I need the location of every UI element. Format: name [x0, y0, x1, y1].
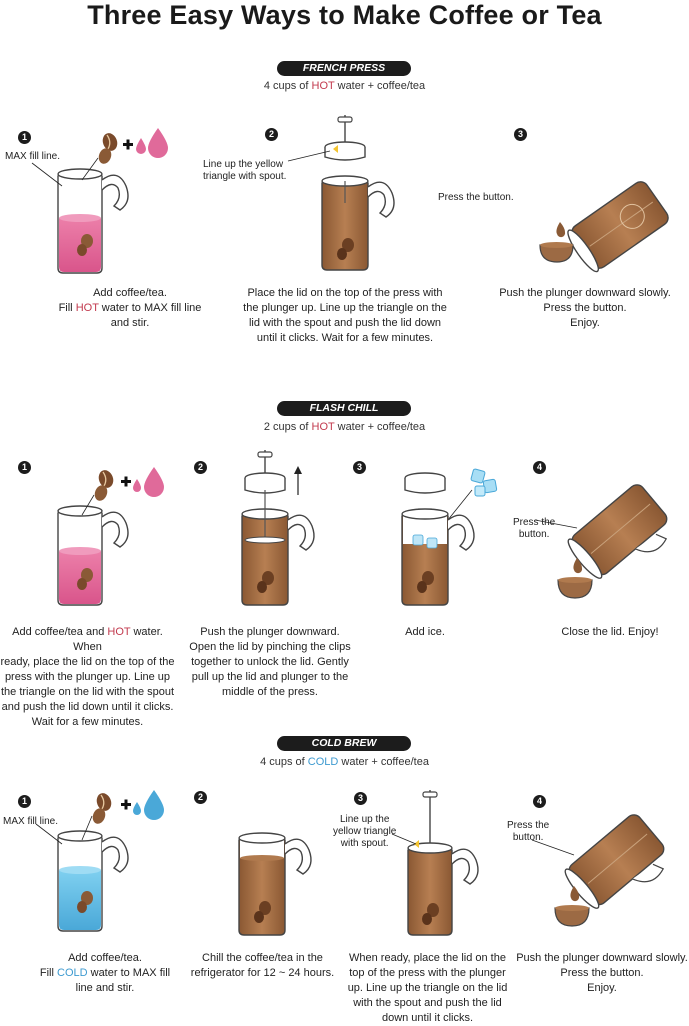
- section-subtitle: 4 cups of COLD water + coffee/tea: [260, 756, 429, 768]
- section-subtitle: 4 cups of HOT water + coffee/tea: [263, 80, 426, 92]
- pouring-press-illustration: [531, 814, 665, 927]
- step-number: 3: [514, 128, 527, 141]
- step-caption: Push the plunger downward. Open the lid …: [189, 626, 351, 698]
- press-lid-lifted-illustration: [241, 450, 315, 606]
- ice-cubes-icon: [470, 468, 498, 497]
- step-number: 3: [354, 792, 367, 805]
- step-caption: Chill the coffee/tea in the refrigerator…: [190, 952, 335, 979]
- coffee-bean-icon: [94, 470, 114, 501]
- carafe-pink-illustration: [57, 467, 164, 606]
- pouring-press-illustration: [534, 484, 668, 599]
- max-fill-note: MAX fill line.: [3, 816, 59, 827]
- step-number: 4: [533, 795, 546, 808]
- step-caption: Place the lid on the top of the press wi…: [243, 287, 447, 344]
- press-with-lid-illustration: [391, 790, 479, 936]
- page-title: Three Easy Ways to Make Coffee or Tea: [87, 0, 602, 30]
- plus-icon: [123, 139, 133, 150]
- step-number: 2: [194, 461, 207, 474]
- step-number: 1: [18, 131, 31, 144]
- press-button-note: Press the button.: [513, 517, 556, 540]
- press-with-lid-illustration: [287, 115, 395, 271]
- water-drop-icon: [144, 790, 164, 820]
- step-caption: Add coffee/tea. Fill HOT water to MAX fi…: [58, 287, 202, 329]
- step-caption: When ready, place the lid on the top of …: [347, 952, 508, 1024]
- carafe-blue-illustration: [35, 790, 164, 932]
- plus-icon: [121, 476, 131, 487]
- step-caption: Close the lid. Enjoy!: [561, 626, 659, 638]
- step-caption: Push the plunger downward slowly. Press …: [499, 287, 671, 329]
- align-triangle-note: Line up the yellow triangle with spout.: [203, 159, 287, 182]
- step-number: 4: [533, 461, 546, 474]
- up-arrow-icon: [294, 466, 302, 495]
- align-triangle-note: Line up the yellow triangle with spout.: [333, 814, 397, 849]
- water-drop-icon: [148, 128, 168, 158]
- coffee-bean-icon: [98, 133, 118, 164]
- pouring-press-illustration: [539, 181, 669, 273]
- step-number: 1: [18, 461, 31, 474]
- section-label: FLASH CHILL: [277, 401, 411, 416]
- carafe-pink-illustration: [31, 128, 168, 274]
- step-number: 3: [353, 461, 366, 474]
- step-number: 1: [18, 795, 31, 808]
- step-caption: Add ice.: [405, 626, 445, 638]
- section-label: COLD BREW: [277, 736, 411, 751]
- plus-icon: [121, 799, 131, 810]
- press-add-ice-illustration: [401, 468, 498, 606]
- step-caption: Add coffee/tea and HOT water. When ready…: [0, 626, 175, 728]
- carafe-coffee-illustration: [238, 832, 312, 936]
- water-drop-icon: [144, 467, 164, 497]
- coffee-bean-icon: [92, 793, 112, 824]
- step-number: 2: [265, 128, 278, 141]
- section-subtitle: 2 cups of HOT water + coffee/tea: [263, 421, 426, 433]
- step-caption: Push the plunger downward slowly. Press …: [516, 952, 688, 994]
- max-fill-note: MAX fill line.: [5, 151, 61, 162]
- section-label: FRENCH PRESS: [277, 61, 411, 76]
- press-button-note: Press the button.: [507, 820, 550, 843]
- press-button-note: Press the button.: [438, 192, 514, 203]
- step-number: 2: [194, 791, 207, 804]
- step-caption: Add coffee/tea. Fill COLD water to MAX f…: [39, 952, 171, 994]
